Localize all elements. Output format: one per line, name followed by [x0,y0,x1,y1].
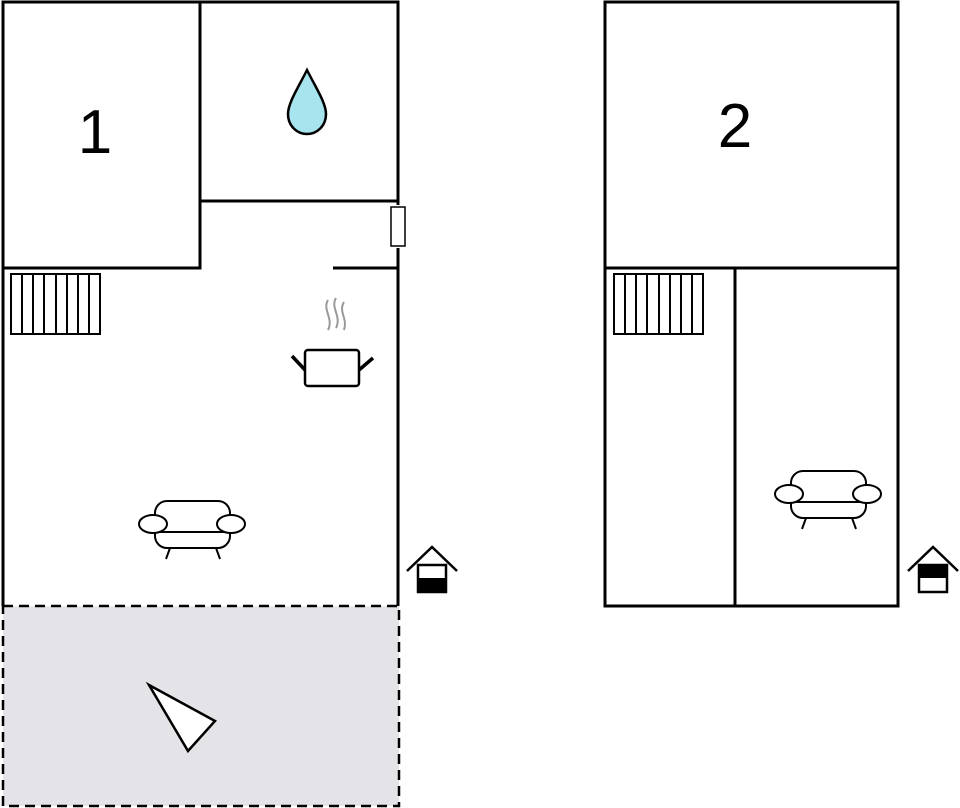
stairs-icon [613,273,704,335]
cooking-pot-icon [290,297,375,388]
room-number-1: 1 [78,98,112,167]
floor-2: 2 [603,0,959,608]
sofa-icon [138,500,246,560]
stairs-icon [10,273,101,335]
sofa-icon [774,470,882,530]
bedroom-1-walls [3,2,398,270]
room-number-2: 2 [718,92,752,161]
compass-arrow-icon [145,681,217,754]
floor-2-walls [603,0,900,608]
floor-2-interior-walls [605,266,898,606]
entrance-house-icon [907,545,959,594]
water-drop-icon [286,67,328,136]
terrace-area [1,604,401,808]
floor-1: 1 [1,0,458,808]
entrance-house-icon [406,545,458,594]
window [390,206,406,247]
